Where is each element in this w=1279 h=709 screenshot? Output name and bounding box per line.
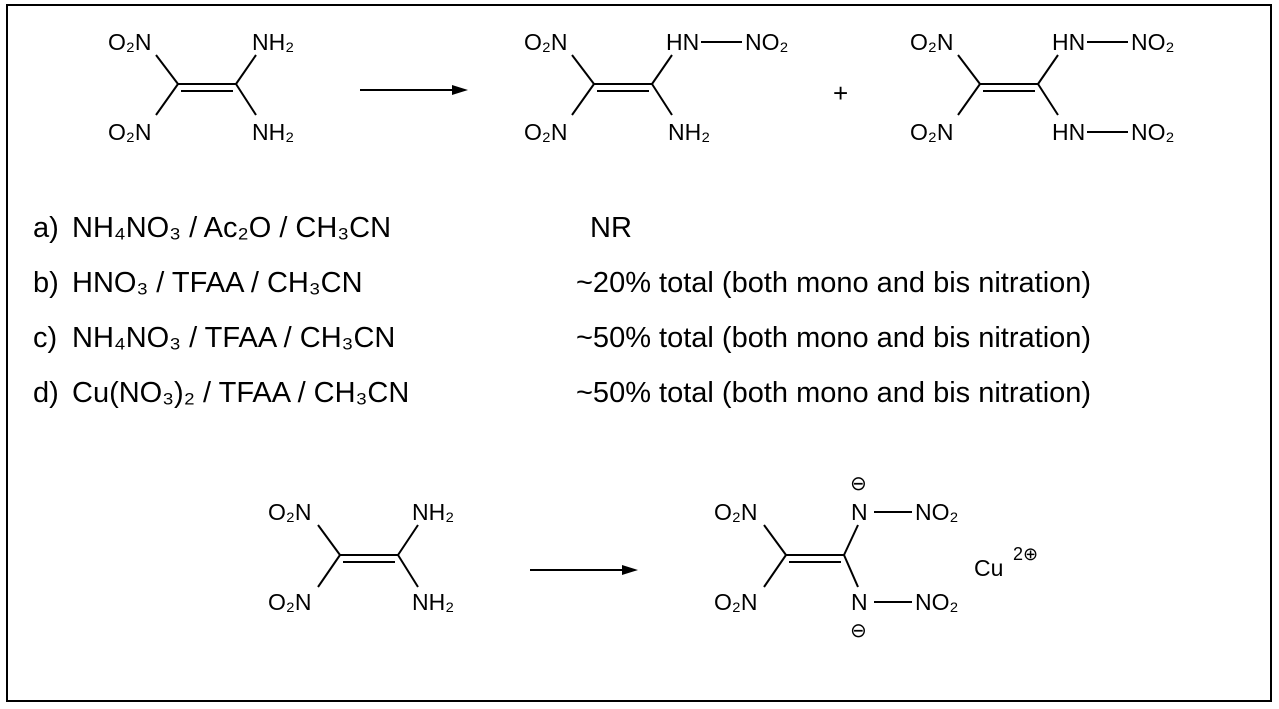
mono-no2-label: NO₂ <box>745 29 788 55</box>
mono-tl-label: O₂N <box>524 29 567 55</box>
conditions-list: a) NH₄NO₃ / Ac₂O / CH₃CN NR b) HNO₃ / TF… <box>33 212 1091 409</box>
condition-a-reagents: NH₄NO₃ / Ac₂O / CH₃CN <box>72 212 391 244</box>
scheme1-reactant <box>155 54 257 116</box>
condition-b-result: ~20% total (both mono and bis nitration) <box>576 267 1091 299</box>
copper-ion-label: Cu <box>974 555 1003 581</box>
reactant1-tr-label: NH₂ <box>252 29 294 55</box>
negative-charge-bottom: ⊖ <box>850 620 867 642</box>
copper-ion-charge: 2⊕ <box>1013 544 1038 564</box>
condition-c-label: c) <box>33 322 57 354</box>
scheme2-reactant <box>317 524 419 588</box>
reactant2-br-label: NH₂ <box>412 589 454 615</box>
salt-bl-label: O₂N <box>714 589 757 615</box>
bis-tr-no2-label: NO₂ <box>1131 29 1174 55</box>
condition-d-result: ~50% total (both mono and bis nitration) <box>576 377 1091 409</box>
reaction-arrow-2 <box>530 565 638 575</box>
salt-n-top-label: N <box>851 499 868 525</box>
condition-a-result: NR <box>590 212 632 244</box>
reactant2-tl-label: O₂N <box>268 499 311 525</box>
product-bis-structure <box>957 41 1128 133</box>
reactant1-tl-label: O₂N <box>108 29 151 55</box>
salt-tl-label: O₂N <box>714 499 757 525</box>
bis-tl-label: O₂N <box>910 29 953 55</box>
negative-charge-top: ⊖ <box>850 473 867 495</box>
product-mono-structure <box>571 41 742 116</box>
mono-br-label: NH₂ <box>668 119 710 145</box>
salt-no2-bottom-label: NO₂ <box>915 589 958 615</box>
reactant2-bl-label: O₂N <box>268 589 311 615</box>
bis-tr-hn-label: HN <box>1052 29 1085 55</box>
condition-d-label: d) <box>33 377 59 409</box>
mono-hn-label: HN <box>666 29 699 55</box>
plus-sign: + <box>833 78 848 108</box>
mono-bl-label: O₂N <box>524 119 567 145</box>
condition-b-reagents: HNO₃ / TFAA / CH₃CN <box>72 267 363 299</box>
bis-bl-label: O₂N <box>910 119 953 145</box>
bis-br-no2-label: NO₂ <box>1131 119 1174 145</box>
reactant1-br-label: NH₂ <box>252 119 294 145</box>
reactant1-bl-label: O₂N <box>108 119 151 145</box>
reactant2-tr-label: NH₂ <box>412 499 454 525</box>
salt-n-bottom-label: N <box>851 589 868 615</box>
product-copper-salt-structure <box>763 511 912 603</box>
condition-b-label: b) <box>33 267 59 299</box>
bis-br-hn-label: HN <box>1052 119 1085 145</box>
condition-c-result: ~50% total (both mono and bis nitration) <box>576 322 1091 354</box>
scheme-frame <box>6 4 1272 702</box>
condition-d-reagents: Cu(NO₃)₂ / TFAA / CH₃CN <box>72 377 409 409</box>
salt-no2-top-label: NO₂ <box>915 499 958 525</box>
condition-a-label: a) <box>33 212 59 244</box>
condition-c-reagents: NH₄NO₃ / TFAA / CH₃CN <box>72 322 395 354</box>
reaction-arrow-1 <box>360 85 468 95</box>
